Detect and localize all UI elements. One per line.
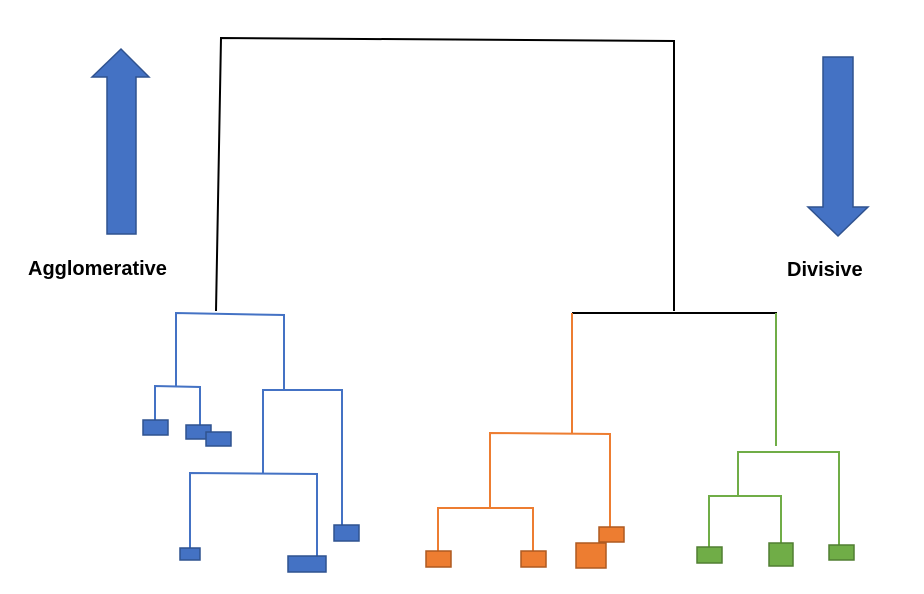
blue-link (189, 471, 318, 556)
leaf-node (575, 542, 607, 569)
leaf-node (520, 550, 547, 568)
orange-link (489, 431, 611, 527)
root-link (215, 36, 675, 312)
leaf-node (768, 542, 794, 567)
root-links (215, 36, 777, 314)
blue-link (175, 311, 285, 390)
arrow-down-icon (806, 56, 870, 238)
arrow-up-icon (90, 47, 151, 235)
blue-leaves (142, 419, 360, 573)
leaf-node (696, 546, 723, 564)
agglomerative-label: Agglomerative (28, 258, 167, 280)
blue-cluster-links (154, 311, 343, 556)
leaf-node (205, 431, 232, 447)
orange-leaves (425, 526, 625, 569)
leaf-node (828, 544, 855, 561)
leaf-node (179, 547, 201, 561)
divisive-label: Divisive (787, 259, 863, 281)
green-cluster-links (708, 313, 840, 547)
green-link (708, 495, 782, 547)
green-leaves (696, 542, 855, 567)
leaf-node (425, 550, 452, 568)
orange-cluster-links (437, 313, 611, 551)
blue-link (262, 389, 343, 525)
orange-link (437, 507, 534, 551)
leaf-node (333, 524, 360, 542)
green-link (737, 451, 840, 545)
leaf-node (598, 526, 625, 543)
leaf-node (142, 419, 169, 436)
blue-link (154, 384, 201, 425)
leaf-node (287, 555, 327, 573)
